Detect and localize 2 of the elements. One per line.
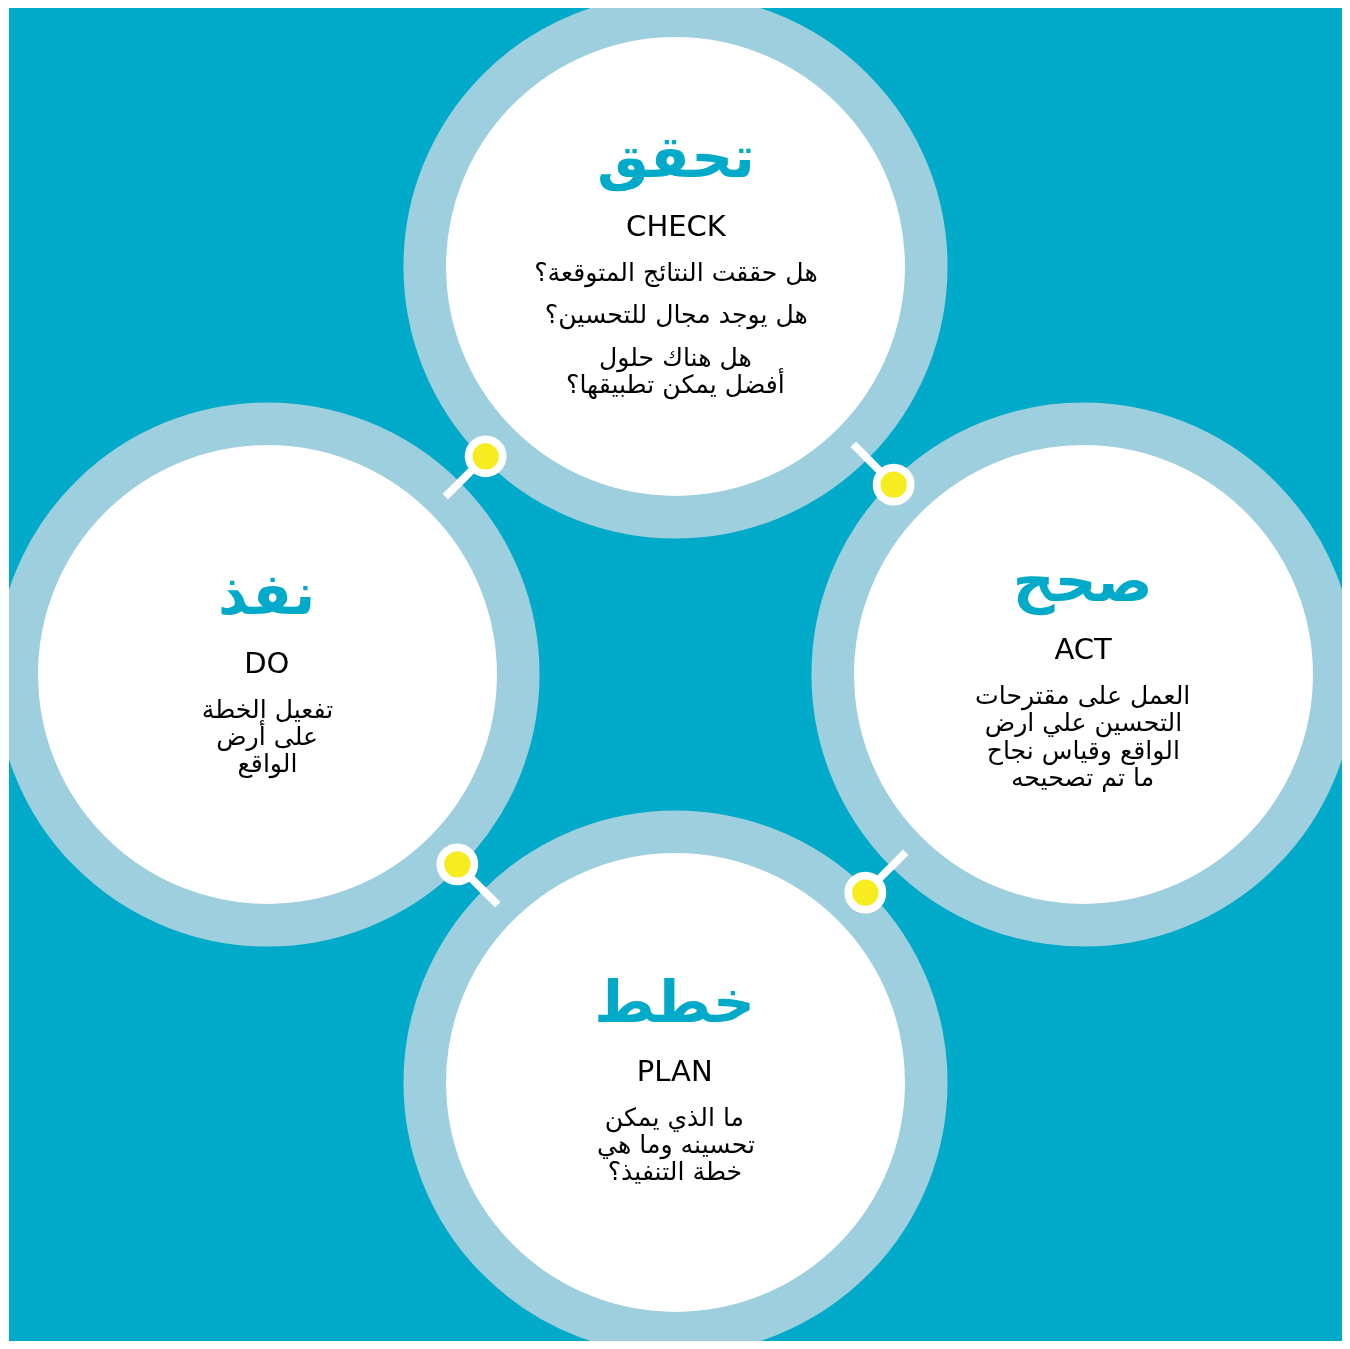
connector — [850, 441, 915, 506]
connector — [442, 435, 507, 500]
